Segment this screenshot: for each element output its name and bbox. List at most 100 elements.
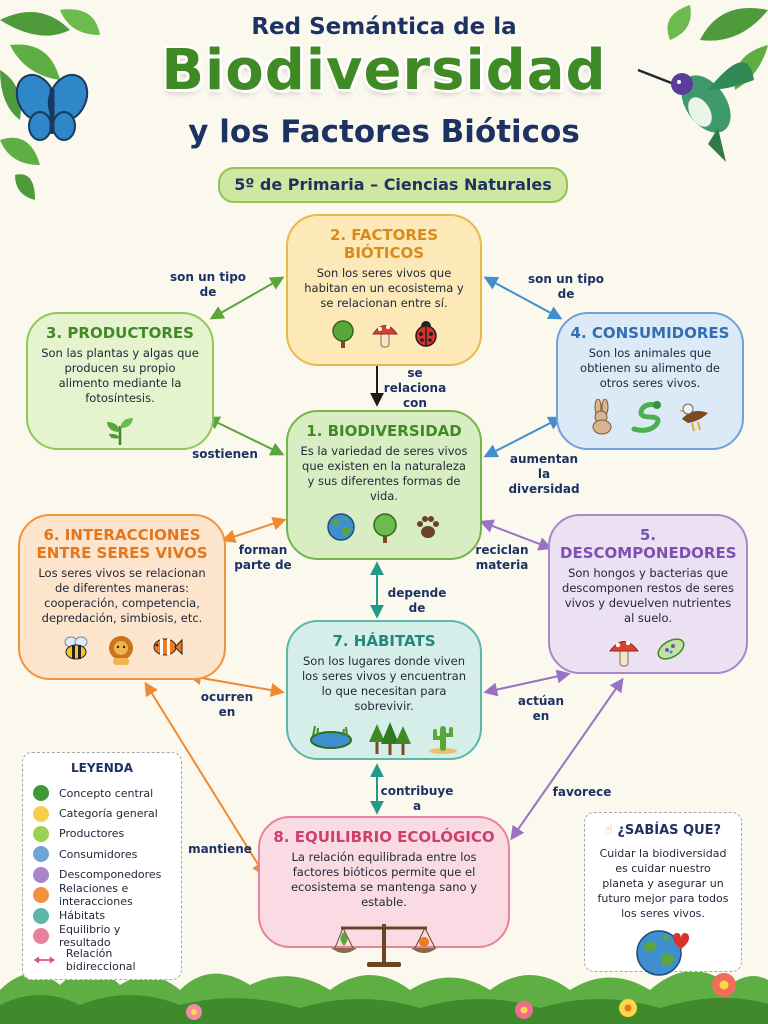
legend-item: Consumidores xyxy=(33,844,171,864)
node-title: 4. CONSUMIDORES xyxy=(570,324,730,342)
legend-item: Productores xyxy=(33,824,171,844)
arrow-productores-factores xyxy=(209,276,285,320)
legend-item: Descomponedores xyxy=(33,865,171,885)
hand-pointer-icon: ☝ xyxy=(604,823,613,838)
legend-item: Equilibrio y resultado xyxy=(33,922,171,949)
node-factores-bioticos: 2. FACTORES BIÓTICOS Son los seres vivos… xyxy=(286,214,482,366)
legend-color-dot xyxy=(33,907,49,924)
did-you-know-title: ☝ ¿SABÍAS QUE? xyxy=(593,823,733,838)
legend-label: Concepto central xyxy=(59,786,154,800)
arrow-productores-biodiversidad xyxy=(205,416,285,456)
title-subtitle: y los Factores Bióticos xyxy=(188,114,580,150)
relation-label: se relaciona con xyxy=(383,366,447,410)
node-title: 7. HÁBITATS xyxy=(332,632,436,650)
mushroom-icon xyxy=(372,325,398,348)
legend-color-dot xyxy=(33,866,49,883)
relation-label: sostienen xyxy=(192,447,258,461)
node-title: 3. PRODUCTORES xyxy=(46,324,194,342)
node-text: Son hongos y bacterias que descomponen r… xyxy=(562,566,734,625)
page-title: Biodiversidad xyxy=(161,38,607,103)
snake-icon xyxy=(631,401,661,433)
legend-color-dot xyxy=(33,785,49,802)
relation-label: reciclan materia xyxy=(475,543,529,572)
legend-label: Relación bidireccional xyxy=(65,947,136,974)
legend-label: Productores xyxy=(59,827,125,841)
legend-color-dot xyxy=(33,846,49,863)
node-habitats: 7. HÁBITATS Son los lugares donde viven … xyxy=(286,620,482,760)
sprout-icon xyxy=(107,418,133,445)
node-title: 5. DESCOMPONEDORES xyxy=(560,526,737,562)
eagle-icon xyxy=(679,403,708,432)
arrow-consumidores-biodiversidad xyxy=(483,416,563,458)
relation-label: aumentan la diversidad xyxy=(508,452,580,496)
legend-label: Consumidores xyxy=(59,847,138,861)
legend-item-bidirectional: Relación bidireccional xyxy=(33,947,171,974)
title-line-1: Red Semántica de la xyxy=(251,14,517,40)
node-descomponedores: 5. DESCOMPONEDORES Son hongos y bacteria… xyxy=(548,514,748,674)
relation-label: ocurren en xyxy=(200,690,254,719)
relation-label: contribuye a xyxy=(380,784,454,813)
earth-heart-icon xyxy=(636,930,689,976)
arrow-consumidores-factores xyxy=(483,276,563,320)
ladybug-icon xyxy=(415,321,437,347)
bee-icon xyxy=(64,636,88,660)
arrow-interacciones-biodiversidad xyxy=(221,516,287,544)
relation-label: depende de xyxy=(387,586,447,615)
node-title: 1. BIODIVERSIDAD xyxy=(306,422,462,440)
legend-label: Relaciones e interacciones xyxy=(59,882,133,909)
relation-label: son un tipo de xyxy=(169,270,247,299)
arrow-descomponedores-habitats xyxy=(483,669,571,697)
legend-label: Hábitats xyxy=(59,909,106,923)
legend-color-dot xyxy=(33,825,49,842)
globe-icon xyxy=(327,513,355,541)
node-productores: 3. PRODUCTORES Son las plantas y algas q… xyxy=(26,312,214,450)
legend-item: Categoría general xyxy=(33,803,171,823)
node-text: La relación equilibrada entre los factor… xyxy=(290,850,478,909)
node-title: 8. EQUILIBRIO ECOLÓGICO xyxy=(273,828,495,846)
bacteria-icon xyxy=(657,638,685,660)
cactus-icon xyxy=(429,726,457,754)
node-text: Es la variedad de seres vivos que existe… xyxy=(300,444,468,503)
node-text: Son los animales que obtienen su aliment… xyxy=(580,346,720,390)
lion-icon xyxy=(109,636,133,665)
node-interacciones: 6. INTERACCIONES ENTRE SERES VIVOS Los s… xyxy=(18,514,226,680)
balance-scale-icon xyxy=(331,924,437,967)
leaves-top-left-icon xyxy=(0,9,100,200)
relation-label: forman parte de xyxy=(234,543,292,572)
did-you-know-text: Cuidar la biodiversidad es cuidar nuestr… xyxy=(597,847,729,920)
node-consumidores: 4. CONSUMIDORES Son los animales que obt… xyxy=(556,312,744,450)
node-title: 6. INTERACCIONES ENTRE SERES VIVOS xyxy=(36,526,208,562)
rabbit-icon xyxy=(592,399,612,435)
legend-color-dot xyxy=(33,927,49,944)
legend-label: Equilibrio y resultado xyxy=(59,922,121,949)
grade-badge: 5º de Primaria – Ciencias Naturales xyxy=(218,167,568,203)
hummingbird-icon xyxy=(637,62,754,162)
clownfish-icon xyxy=(153,638,183,656)
arrow-descomponedores-biodiversidad xyxy=(479,519,553,551)
legend-label: Descomponedores xyxy=(59,868,162,882)
node-text: Los seres vivos se relacionan de diferen… xyxy=(38,566,206,625)
legend-title: LEYENDA xyxy=(70,761,134,775)
node-equilibrio: 8. EQUILIBRIO ECOLÓGICO La relación equi… xyxy=(258,816,510,967)
legend-item: Concepto central xyxy=(33,783,171,803)
legend-label: Categoría general xyxy=(59,807,158,821)
did-you-know-title-text: ¿SABÍAS QUE? xyxy=(617,823,722,838)
arrow-interacciones-equilibrio xyxy=(144,681,266,877)
legend-color-dot xyxy=(33,805,49,822)
legend-color-dot xyxy=(33,887,49,904)
node-title: 2. FACTORES BIÓTICOS xyxy=(329,226,439,262)
butterfly-icon xyxy=(15,73,89,141)
arrow-descomponedores-equilibrio xyxy=(510,677,624,841)
relation-label: favorece xyxy=(552,785,612,799)
node-text: Son los lugares donde viven los seres vi… xyxy=(301,654,466,713)
tree-icon xyxy=(373,513,397,543)
did-you-know-box: ☝ ¿SABÍAS QUE? Cuidar la biodiversidad e… xyxy=(584,812,742,976)
paw-icon xyxy=(417,516,439,538)
node-text: Son las plantas y algas que producen su … xyxy=(41,346,199,405)
mushroom-icon xyxy=(609,640,639,667)
relation-label: son un tipo de xyxy=(527,272,605,301)
relation-label: actúan en xyxy=(517,694,565,723)
